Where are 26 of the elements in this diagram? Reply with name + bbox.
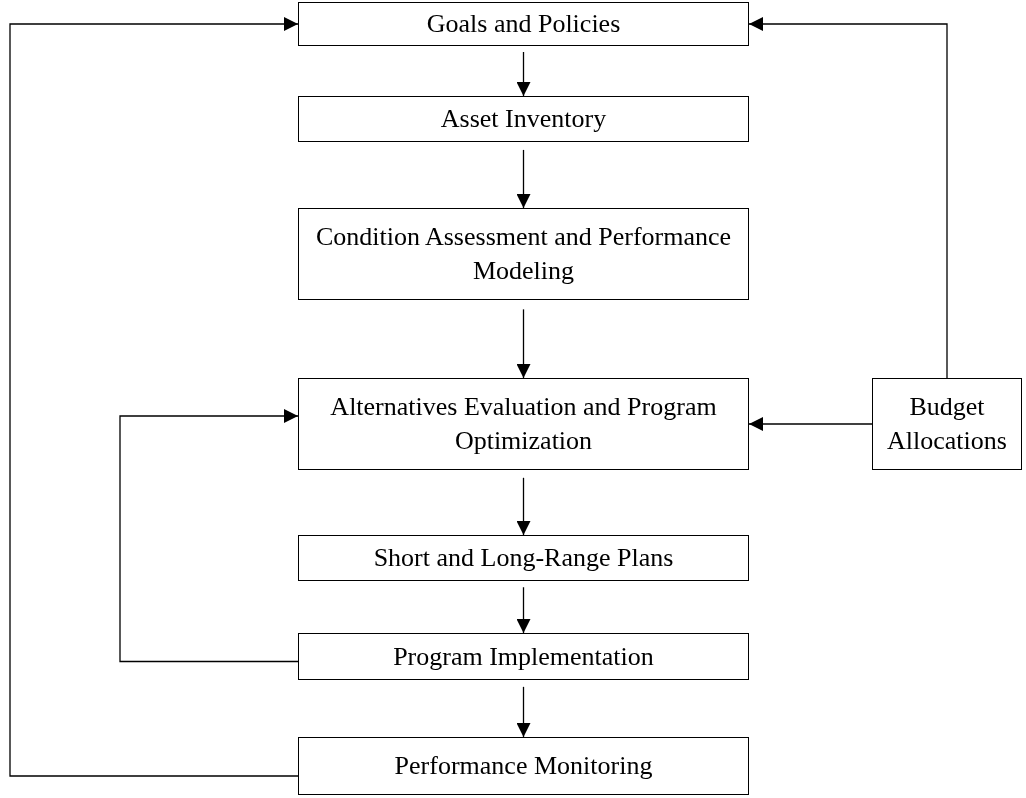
- process-box: [872, 378, 1022, 470]
- box-label: Short and Long-Range Plans: [373, 542, 674, 575]
- box-label: Alternatives Evaluation and Program Optimization: [329, 391, 718, 457]
- box-label: Performance Monitoring: [394, 750, 653, 783]
- arrow: [516, 308, 531, 379]
- process-box: [298, 737, 749, 795]
- arrow: [748, 17, 948, 379]
- arrow: [516, 686, 531, 738]
- box-label: Goals and Policies: [426, 8, 621, 41]
- process-box: [298, 535, 749, 581]
- process-box: [298, 378, 749, 470]
- process-box: [298, 208, 749, 300]
- box-label: Program Implementation: [393, 640, 654, 673]
- process-box: [298, 96, 749, 142]
- process-box: [298, 2, 749, 46]
- arrow: [9, 17, 299, 777]
- arrow: [516, 149, 531, 209]
- arrow: [119, 409, 299, 663]
- box-label: Asset Inventory: [440, 103, 607, 136]
- process-box: [298, 633, 749, 680]
- arrow: [748, 417, 873, 431]
- box-label: Condition Assessment and Performance Modeling: [314, 221, 733, 287]
- arrow: [516, 51, 531, 97]
- box-label: Budget Allocations: [886, 391, 1008, 457]
- arrow: [516, 586, 531, 634]
- arrow: [516, 477, 531, 536]
